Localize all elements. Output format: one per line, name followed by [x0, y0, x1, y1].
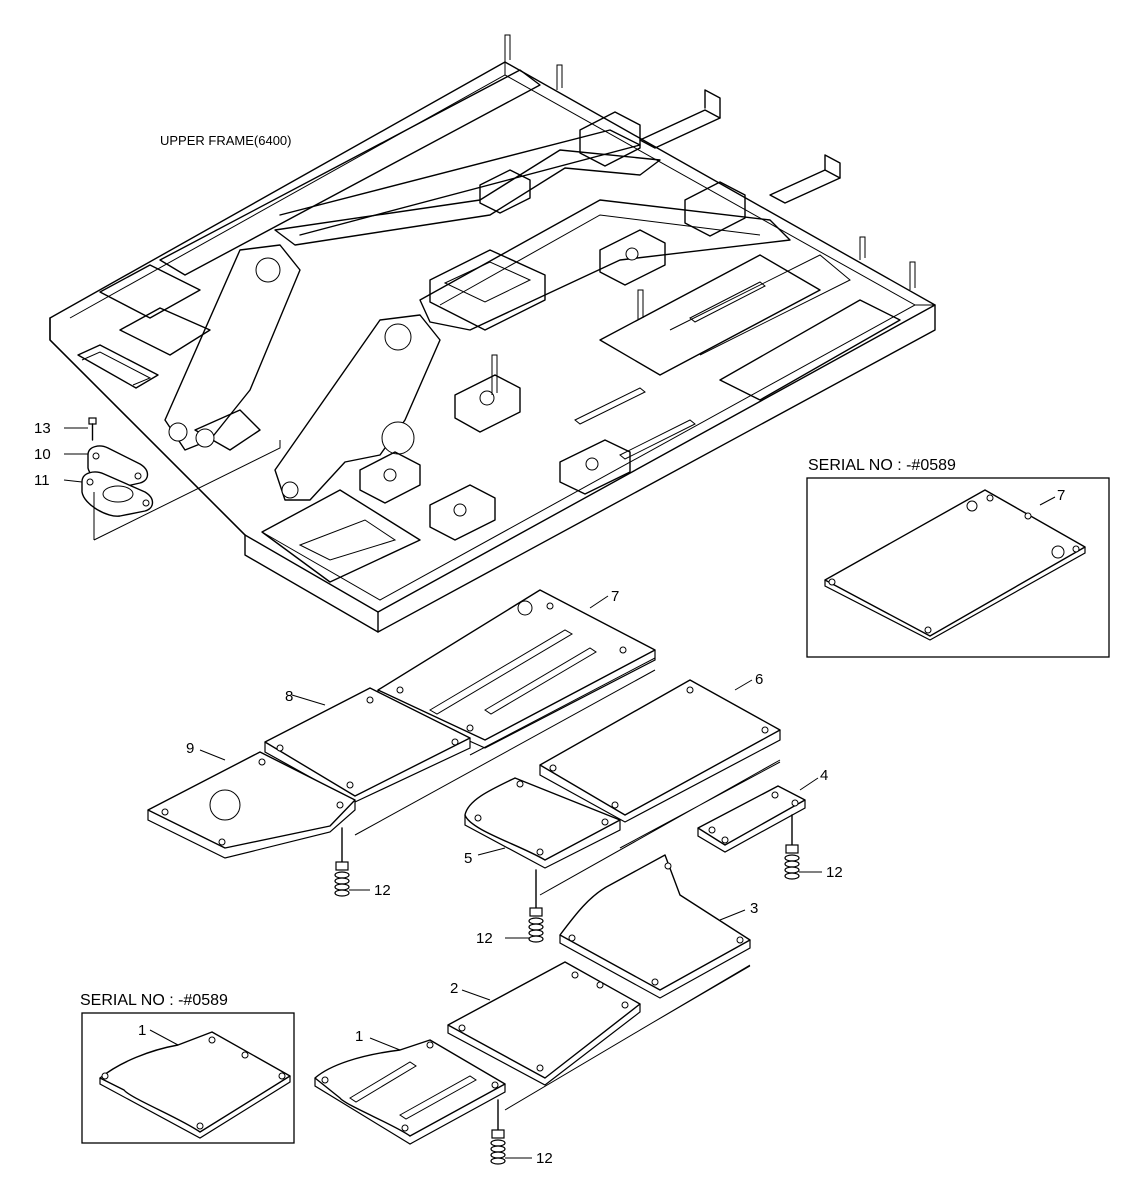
- callout-12-c: 12: [476, 930, 493, 947]
- leader-cover-to-frame: [93, 440, 281, 541]
- callout-6: 6: [755, 671, 763, 688]
- callout-12-b: 12: [826, 864, 843, 881]
- callout-8: 8: [285, 688, 293, 705]
- plate-row-underside: [354, 657, 656, 836]
- bolt-13: [88, 417, 97, 441]
- bolt-12-b: [784, 814, 800, 880]
- callout-12-d: 12: [536, 1150, 553, 1167]
- callout-12-a: 12: [374, 882, 391, 899]
- cover-plate-6: [539, 679, 781, 823]
- frame-label: UPPER FRAME(6400): [160, 133, 291, 148]
- bolt-12-a: [334, 827, 350, 897]
- inset-right-title: SERIAL NO : -#0589: [808, 457, 956, 474]
- callout-2: 2: [450, 980, 458, 997]
- bolt-12-c: [528, 869, 544, 943]
- plate-row-underside-3: [504, 964, 751, 1111]
- callout-5: 5: [464, 850, 472, 867]
- callout-7-inset: 7: [1057, 487, 1065, 504]
- inset-right: [806, 477, 1110, 658]
- plate-leaders: [199, 595, 819, 1051]
- callout-3: 3: [750, 900, 758, 917]
- cover-plate-9: [147, 751, 356, 859]
- inset-left-title: SERIAL NO : -#0589: [80, 992, 228, 1009]
- bolt-12-d: [490, 1099, 506, 1165]
- upper-frame: [49, 34, 936, 633]
- cover-plate-4: [697, 785, 806, 853]
- plate-row-underside-2: [539, 759, 781, 896]
- callout-1: 1: [355, 1028, 363, 1045]
- callout-7: 7: [611, 588, 619, 605]
- leader-11: [63, 479, 83, 483]
- cover-plate-5: [464, 777, 621, 869]
- callout-9: 9: [186, 740, 194, 757]
- callout-10: 10: [34, 446, 51, 463]
- cover-plate-7: [377, 589, 656, 749]
- cover-plate-2: [447, 961, 641, 1086]
- callout-11: 11: [34, 472, 50, 489]
- cover-plate-1: [314, 1039, 506, 1145]
- callout-4: 4: [820, 767, 828, 784]
- cover-plate-3: [559, 854, 751, 999]
- callout-13: 13: [34, 420, 51, 437]
- callout-1-inset: 1: [138, 1022, 146, 1039]
- inset-left: [81, 1012, 295, 1144]
